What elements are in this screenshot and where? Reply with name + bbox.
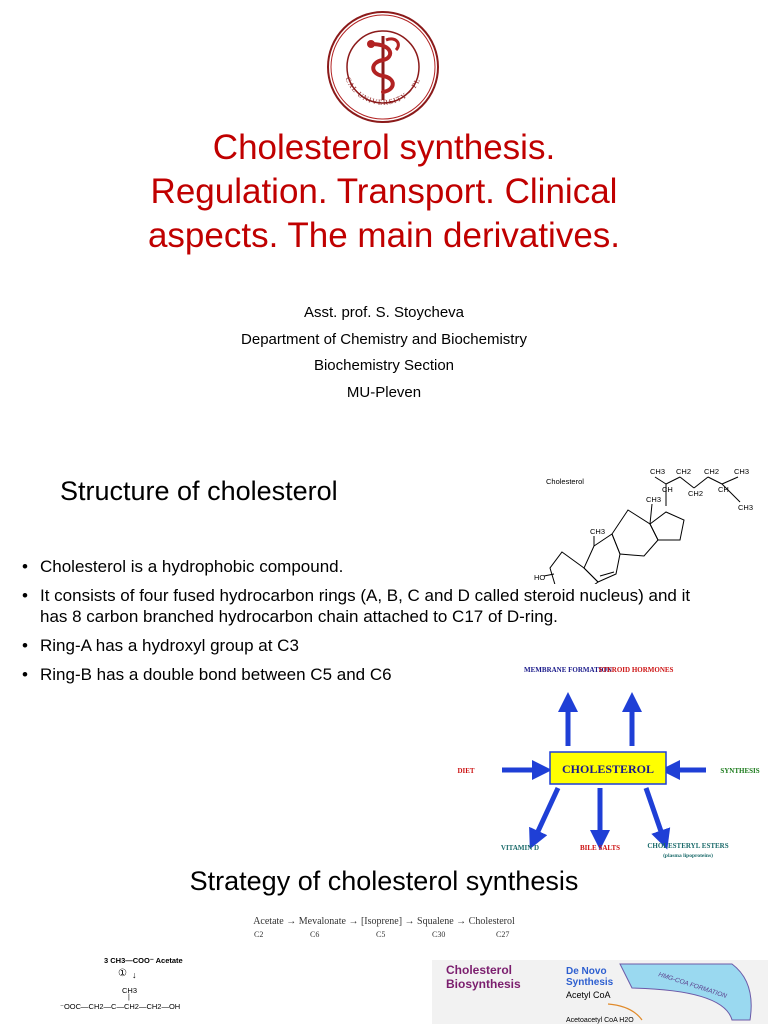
bile-salts-label: BILE SALTS: [580, 844, 620, 852]
slide-title: Cholesterol synthesis. Regulation. Trans…: [40, 126, 728, 258]
logo-ring-text: MEDICAL UNIVERSITY – PLEVEN: [322, 3, 440, 124]
de-novo-label-1: De Novo: [566, 966, 607, 977]
acetyl-coa-label: Acetyl CoA: [566, 990, 611, 1000]
slide-heading: Structure of cholesterol: [60, 476, 338, 506]
acetoacetyl-label: Acetoacetyl CoA H2O: [566, 1017, 634, 1024]
carbon-count: C27: [496, 930, 510, 939]
step-arrow-icon: ↓: [132, 970, 137, 980]
group-ch3: CH3: [590, 527, 605, 536]
university: MU-Pleven: [346, 383, 422, 401]
cholesterol-structure-diagram: Cholesterol CH3 CH2 CH2 CH3 CH CH2 CH CH…: [534, 467, 753, 584]
logo-text: MEDICAL UNIVERSITY – PLEVEN: [322, 3, 421, 107]
steroid-label: STEROID HORMONES: [599, 666, 674, 674]
title-slide: MEDICAL UNIVERSITY – PLEVEN Cholesterol …: [0, 0, 768, 432]
bond-line: |: [128, 994, 130, 1001]
group-ch2: CH2: [676, 467, 691, 476]
group-ch3: CH3: [646, 495, 661, 504]
group-ch: CH: [718, 485, 729, 494]
group-ho: HO: [534, 573, 545, 582]
carbon-count: C5: [376, 930, 386, 939]
group-ch2: CH2: [704, 467, 719, 476]
synthesis-label: SYNTHESIS: [720, 767, 759, 775]
methyl-group: CH3: [122, 986, 138, 995]
author-name: Asst. prof. S. Stoycheva: [303, 304, 465, 321]
group-ch3: CH3: [738, 503, 753, 512]
title-line-2: Regulation. Transport. Clinical: [150, 172, 618, 211]
center-box: [549, 751, 667, 785]
bullet-item: Ring-A has a hydroxyl group at C3: [22, 635, 702, 656]
biosynthesis-panel: Cholesterol Biosynthesis De Novo Synthes…: [432, 960, 768, 1024]
bullet-item: Ring-B has a double bond between C5 and …: [22, 664, 702, 685]
carbon-count: C30: [432, 930, 446, 939]
title-line-1: Cholesterol synthesis.: [212, 128, 556, 167]
title-line-3: aspects. The main derivatives.: [147, 216, 621, 255]
university-logo: [327, 11, 439, 123]
carbon-count: C2: [254, 930, 264, 939]
cholesterol-fate-diagram: CHOLESTEROL MEMBRANE FORMATION STEROID H…: [457, 666, 759, 859]
bullet-item: It consists of four fused hydrocarbon ri…: [22, 585, 700, 627]
acetate-formula: 3 CH3—COO⁻ Acetate: [104, 956, 183, 965]
esters-sublabel: (plasma lipoproteins): [663, 852, 713, 859]
carbon-count: C6: [310, 930, 320, 939]
de-novo-label-2: Synthesis: [566, 977, 614, 988]
synthesis-equation: Acetate → Mevalonate → [Isoprene] → Squa…: [253, 916, 515, 927]
bullet-list: Cholesterol is a hydrophobic compound. I…: [22, 556, 702, 693]
department: Department of Chemistry and Biochemistry: [241, 330, 527, 348]
mevalonate-formula: ⁻OOC—CH2—C—CH2—CH2—OH: [60, 1002, 181, 1011]
vitamin-d-label: VITAMIN D: [501, 844, 539, 852]
center-label: CHOLESTEROL: [562, 762, 654, 776]
group-ch: CH: [662, 485, 673, 494]
step-number: ①: [118, 968, 127, 979]
diet-label: DIET: [457, 767, 474, 775]
structure-slide: Structure of cholesterol Cholesterol CH3…: [0, 432, 768, 864]
group-ch3: CH3: [734, 467, 749, 476]
svg-text:MEDICAL UNIVERSITY – PLEVEN: MEDICAL UNIVERSITY – PLEVEN: [326, 10, 422, 107]
strategy-slide: Strategy of cholesterol synthesis Acetat…: [0, 864, 768, 1024]
slide-heading: Strategy of cholesterol synthesis: [189, 866, 579, 896]
bullet-item: Cholesterol is a hydrophobic compound.: [22, 556, 702, 577]
esters-label: CHOLESTERYL ESTERS: [647, 842, 728, 850]
group-ch3: CH3: [650, 467, 665, 476]
structure-label: Cholesterol: [546, 477, 584, 486]
biosynthesis-title-1: Cholesterol: [446, 963, 512, 977]
section: Biochemistry Section: [313, 357, 455, 374]
author-block: Asst. prof. S. Stoycheva Department of C…: [100, 300, 668, 406]
mevalonate-pathway-fragment: 3 CH3—COO⁻ Acetate ① ↓ CH3 | ⁻OOC—CH2—C—…: [60, 956, 230, 1024]
group-ch2: CH2: [688, 489, 703, 498]
membrane-label: MEMBRANE FORMATION: [524, 666, 612, 674]
biosynthesis-title-2: Biosynthesis: [446, 977, 521, 991]
